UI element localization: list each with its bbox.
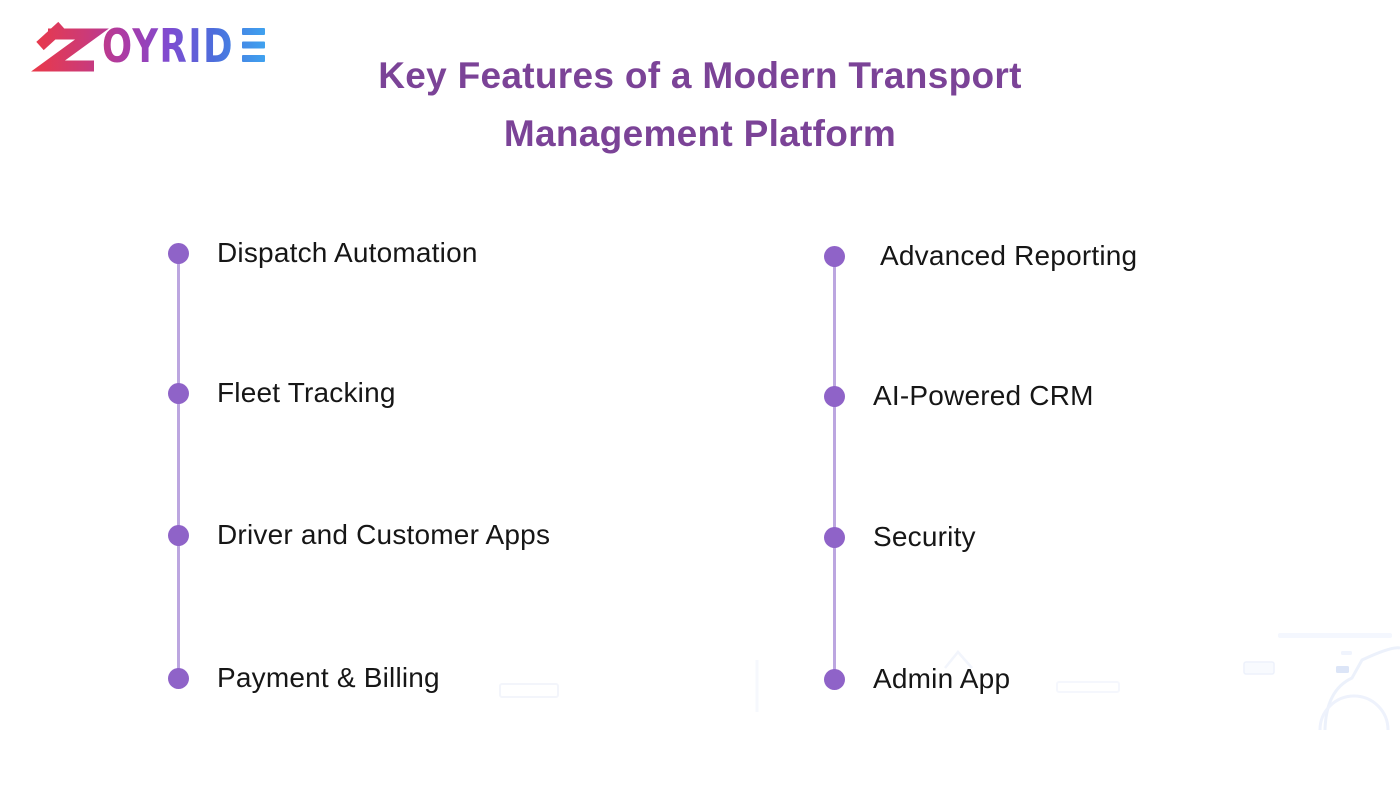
feature-label: Fleet Tracking xyxy=(217,377,396,408)
timeline-dot xyxy=(168,242,189,264)
feature-item-advanced-reporting: Advanced Reporting xyxy=(824,240,1138,271)
timeline-dot xyxy=(168,524,189,546)
timeline-line-right xyxy=(833,256,836,679)
zoyride-logo: OYRID xyxy=(31,19,265,73)
feature-item-admin-app: Admin App xyxy=(824,663,1011,694)
timeline-dot xyxy=(824,385,845,407)
feature-label: Driver and Customer Apps xyxy=(217,519,551,550)
feature-label: AI-Powered CRM xyxy=(873,380,1094,411)
page-title: Key Features of a Modern Transport Manag… xyxy=(0,47,1400,163)
logo-z-glyph xyxy=(31,21,109,72)
feature-label: Advanced Reporting xyxy=(880,240,1138,271)
timeline-dot xyxy=(824,668,845,690)
feature-item-fleet-tracking: Fleet Tracking xyxy=(168,377,396,408)
timeline-line-left xyxy=(177,253,180,678)
page-title-line1: Key Features of a Modern Transport xyxy=(378,55,1022,96)
feature-item-security: Security xyxy=(824,521,976,552)
feature-label: Security xyxy=(873,521,976,552)
feature-label: Dispatch Automation xyxy=(217,237,478,268)
feature-label: Admin App xyxy=(873,663,1011,694)
logo-wordmark: OYRID xyxy=(102,19,234,73)
feature-item-driver-customer-apps: Driver and Customer Apps xyxy=(168,519,551,550)
timeline-dot xyxy=(824,526,845,548)
feature-item-dispatch-automation: Dispatch Automation xyxy=(168,237,478,268)
page-title-line2: Management Platform xyxy=(503,113,897,154)
timeline-dot xyxy=(824,245,845,267)
feature-label: Payment & Billing xyxy=(217,662,440,693)
logo-letter-e-glyph xyxy=(242,28,265,62)
feature-item-payment-billing: Payment & Billing xyxy=(168,662,440,693)
feature-item-ai-powered-crm: AI-Powered CRM xyxy=(824,380,1094,411)
timeline-dot xyxy=(168,667,189,689)
timeline-dot xyxy=(168,382,189,404)
